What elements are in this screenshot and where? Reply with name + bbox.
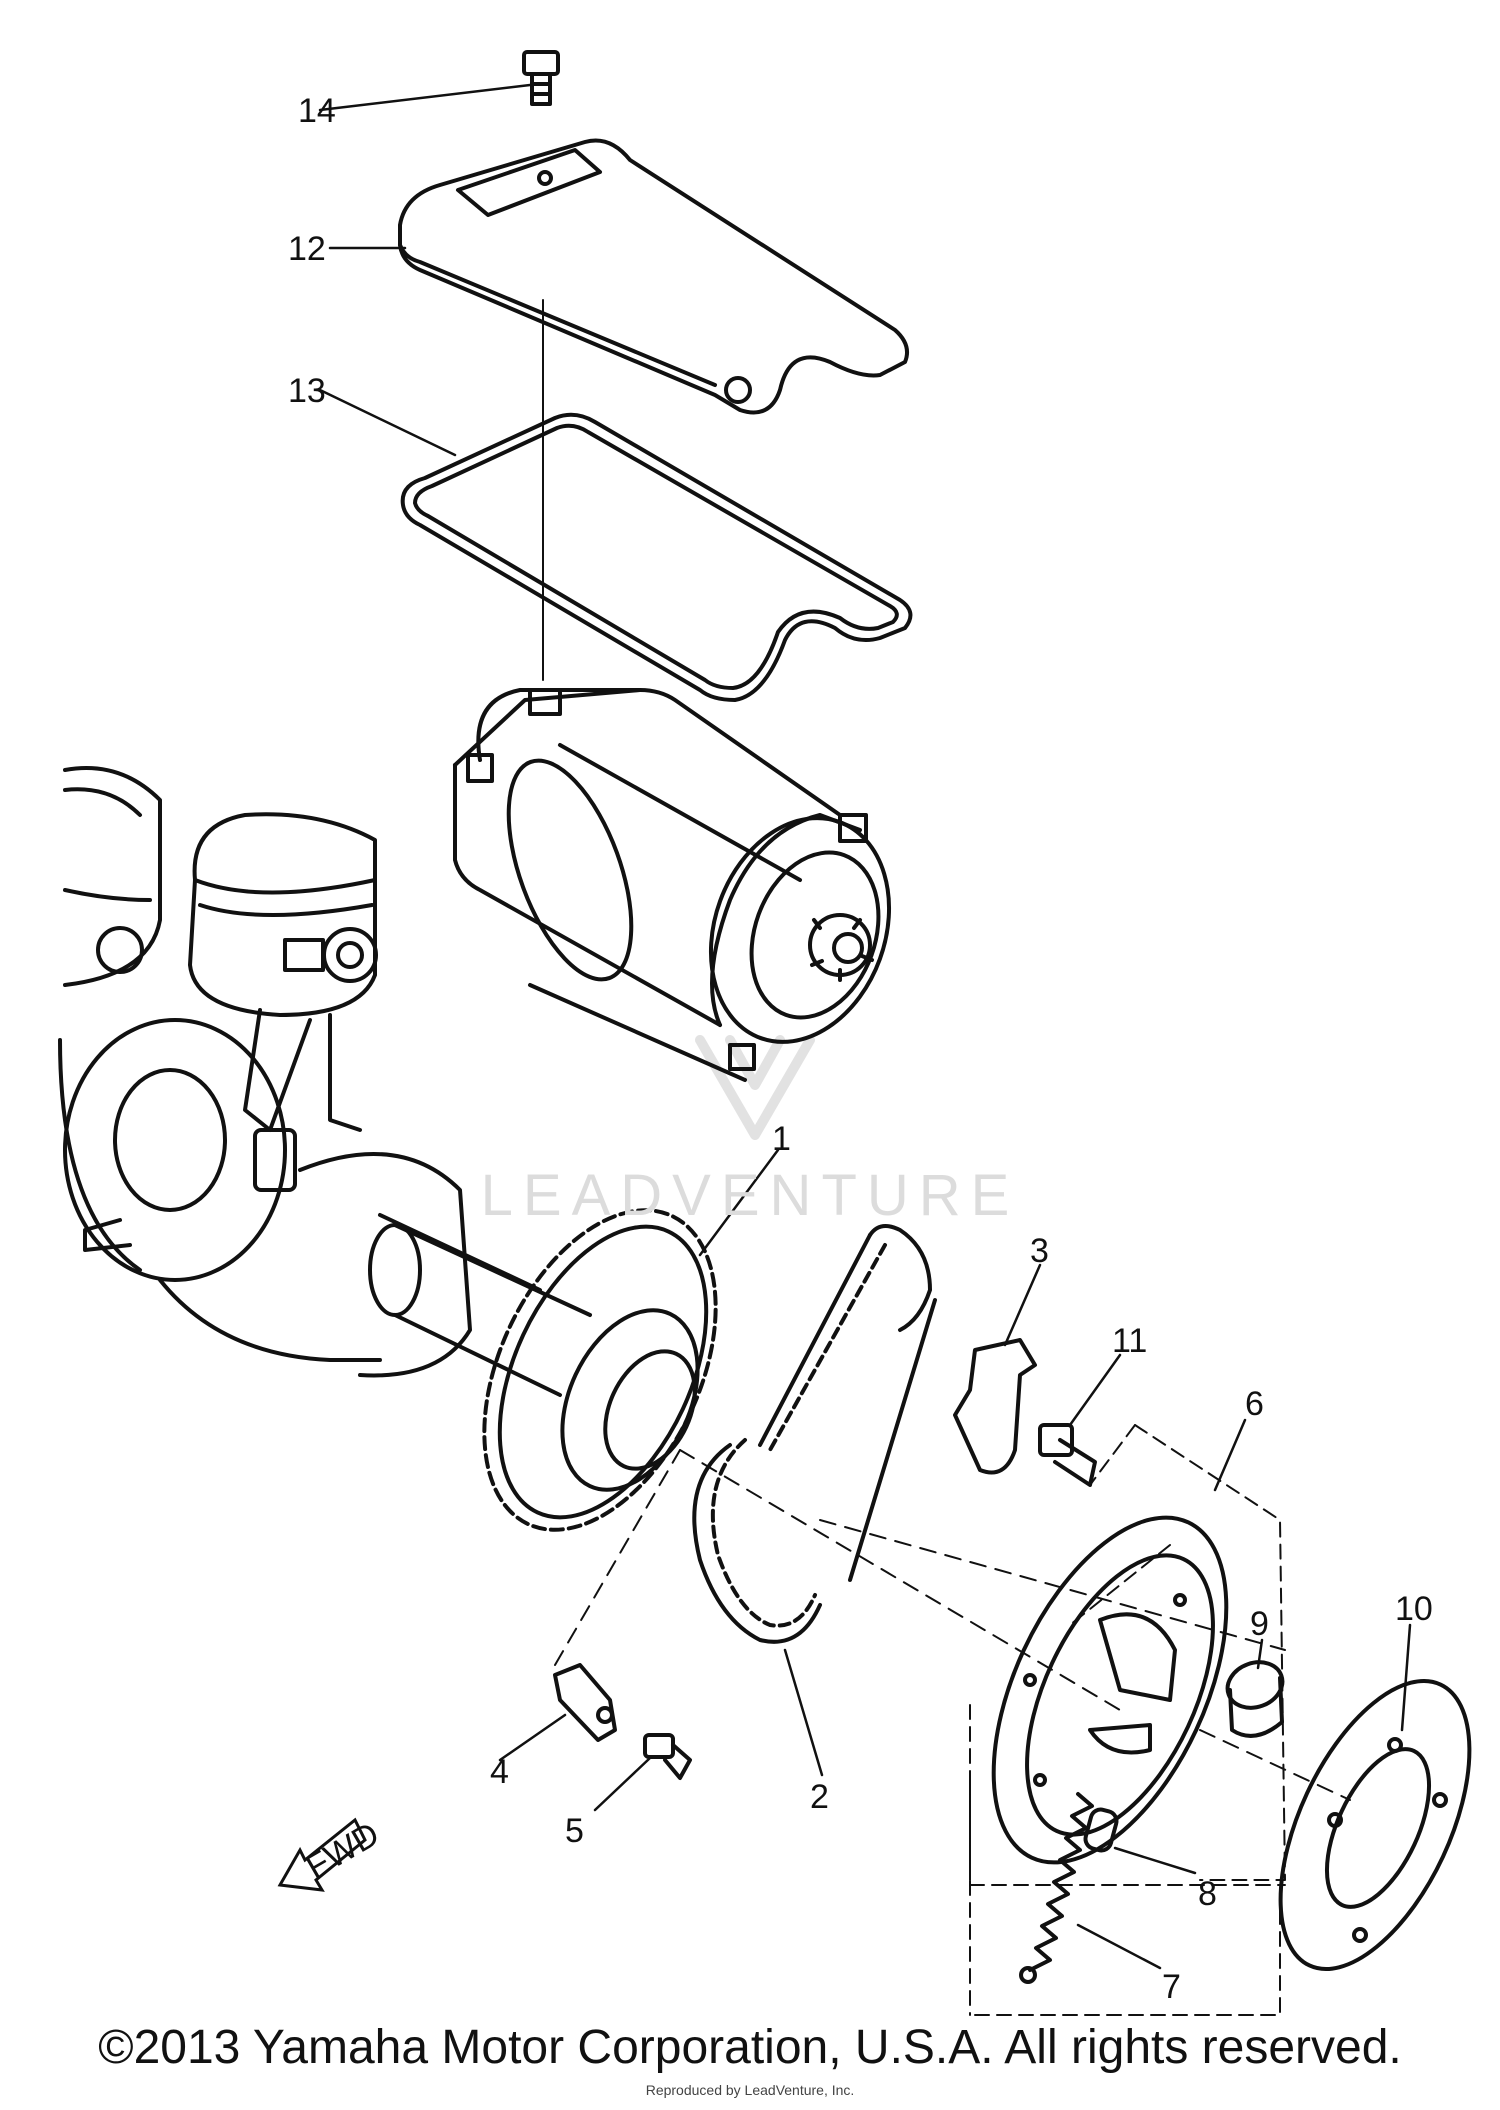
part-7-spring [1019, 1792, 1094, 1984]
part-13-gasket [400, 412, 913, 702]
leader-lines [318, 83, 1412, 1970]
callout-13: 13 [288, 372, 326, 410]
callout-10: 10 [1395, 1590, 1433, 1628]
copyright-notice: ©2013 Yamaha Motor Corporation, U.S.A. A… [98, 2021, 1402, 2074]
part-8-plunger [1083, 1807, 1119, 1853]
callout-7: 7 [1162, 1968, 1181, 2006]
callout-3: 3 [1030, 1232, 1049, 1270]
part-10-plate [1278, 1678, 1472, 1972]
part-11-bolt [1038, 1423, 1097, 1487]
part-12-cover [398, 138, 909, 415]
part-14-bolt [522, 50, 560, 106]
part-1-sprocket [482, 1208, 718, 1532]
callout-8: 8 [1198, 1875, 1217, 1913]
assembly-guide-lines [554, 1449, 1351, 1801]
callout-2: 2 [810, 1778, 829, 1816]
callout-6: 6 [1245, 1385, 1264, 1423]
part-6-clutch-assembly [969, 1424, 1286, 2016]
part-5-bolt [643, 1733, 692, 1780]
callout-9: 9 [1250, 1605, 1269, 1643]
part-4-bracket [553, 1663, 617, 1742]
part-9-roller [1225, 1660, 1285, 1738]
part-3-plate [953, 1338, 1037, 1475]
callout-1: 1 [772, 1120, 791, 1158]
part-2-chain [692, 1224, 937, 1644]
reproduced-by-note: Reproduced by LeadVenture, Inc. [645, 2082, 855, 2098]
callout-11: 11 [1112, 1322, 1147, 1360]
callout-5: 5 [565, 1812, 584, 1850]
callout-14: 14 [298, 92, 336, 130]
fwd-label: FWD [300, 1815, 386, 1887]
engine-crankshaft [58, 766, 592, 1397]
watermark-text: LEADVENTURE [481, 1163, 1020, 1228]
watermark-logo [695, 1035, 815, 1140]
callout-12: 12 [288, 230, 326, 268]
callout-4: 4 [490, 1753, 509, 1791]
starter-motor [453, 688, 892, 1082]
fwd-arrow: FWD [277, 1815, 386, 1892]
